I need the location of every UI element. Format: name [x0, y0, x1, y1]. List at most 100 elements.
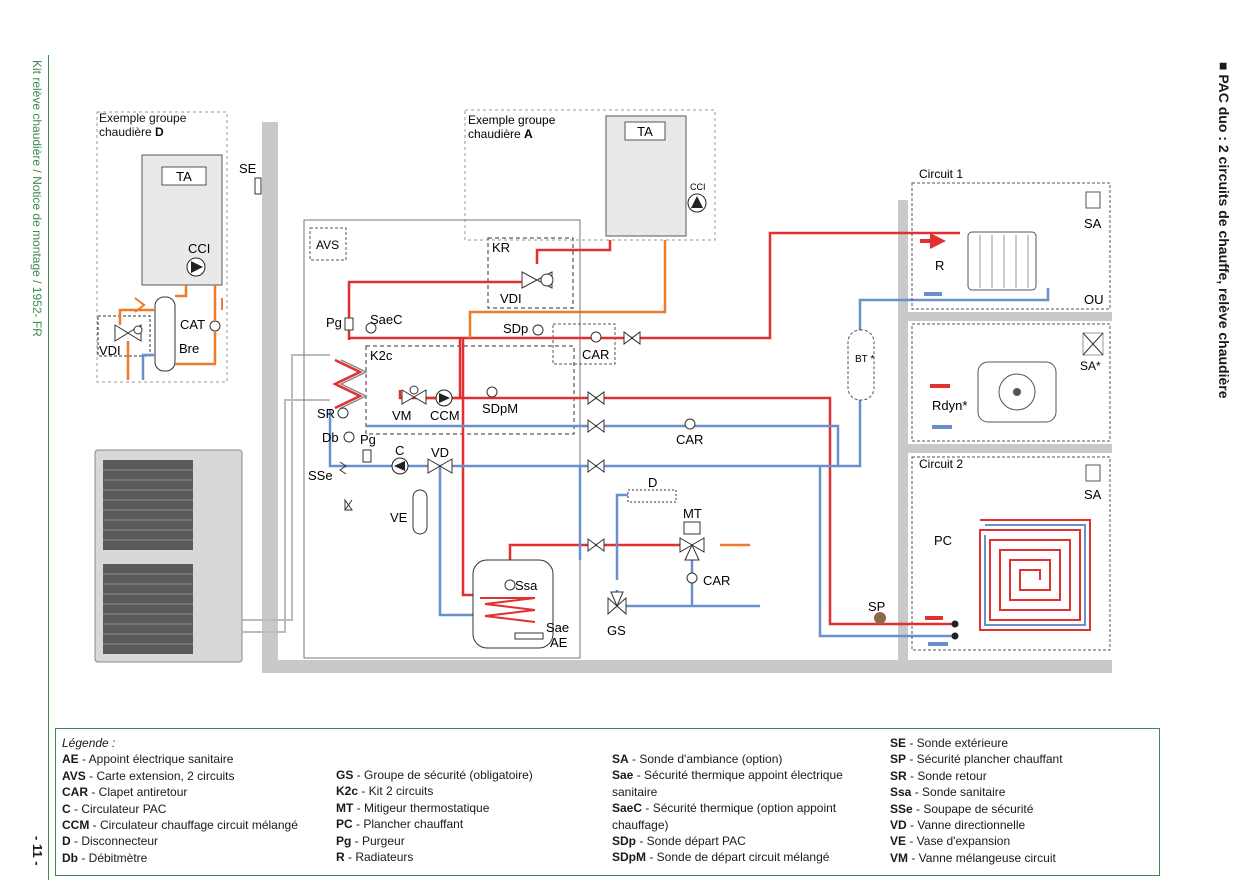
sdp-icon	[532, 324, 544, 336]
mt-label: MT	[683, 506, 702, 521]
legend-title: Légende :	[62, 736, 116, 750]
pg2-icon	[362, 449, 372, 463]
c-label: C	[395, 443, 404, 458]
bre-bottle-icon	[154, 296, 176, 372]
boiler-pipes	[468, 240, 750, 547]
legend: Légende : AE - Appoint électrique sanita…	[55, 728, 1160, 876]
svg-text:chaudière A: chaudière A	[468, 127, 533, 141]
heat-exchanger	[332, 358, 363, 410]
ccm-label: CCM	[430, 408, 460, 423]
pg2-label: Pg	[360, 432, 376, 447]
legend-item: Pg - Purgeur	[336, 833, 405, 848]
hydraulic-diagram: Exemple groupe chaudière D TA CCI Bre CA…	[94, 109, 1112, 673]
vdi-d-label: VDI	[99, 343, 121, 358]
saec-label: SaeC	[370, 312, 403, 327]
sa-star-label: SA*	[1080, 359, 1101, 373]
legend-item: VE - Vase d'expansion	[890, 834, 1011, 849]
pg1-icon	[344, 317, 354, 331]
page-number: - 11 -	[30, 836, 45, 866]
sdpm-label: SDpM	[482, 401, 518, 416]
sp-sensor-icon	[874, 612, 886, 624]
legend-item: VD - Vanne directionnelle	[890, 818, 1026, 833]
group-a-title-1: Exemple groupe	[468, 113, 556, 127]
legend-item: sanitaire	[612, 784, 658, 799]
car2-icon	[684, 418, 696, 430]
r-label: R	[935, 258, 944, 273]
group-d-letter: D	[155, 125, 164, 139]
car3-icon	[686, 572, 698, 584]
disconnector-icon	[627, 489, 677, 503]
legend-item: SSe - Soupape de sécurité	[890, 801, 1034, 816]
se-label: SE	[239, 161, 257, 176]
k2c-label: K2c	[370, 348, 393, 363]
cci-a-label: CCI	[690, 182, 706, 192]
underfloor-loop-icon	[979, 519, 1091, 631]
kr-label: KR	[492, 240, 510, 255]
legend-item: SE - Sonde extérieure	[890, 736, 1009, 750]
mt-mixer-icon	[679, 537, 705, 561]
pc-label: PC	[934, 533, 952, 548]
kr-kit	[487, 237, 574, 309]
sdp-label: SDp	[503, 321, 528, 336]
sa2-label: SA	[1084, 487, 1102, 502]
legend-item: VM - Vanne mélangeuse circuit	[890, 850, 1056, 865]
boiler-group-a: Exemple groupe chaudière A TA CCI	[464, 109, 716, 241]
legend-item: C - Circulateur PAC	[62, 801, 167, 816]
group-d-title-2: chaudière	[99, 125, 155, 139]
sp-label: SP	[868, 599, 885, 614]
legend-item: SDpM - Sonde de départ circuit mélangé	[612, 850, 830, 865]
vdi-kr-label: VDI	[500, 291, 522, 306]
circuit-dynamic: SA* Rdyn*	[911, 323, 1111, 442]
cci-d-label: CCI	[188, 241, 210, 256]
legend-item: SA - Sonde d'ambiance (option)	[612, 752, 783, 766]
rdyn-label: Rdyn*	[932, 398, 967, 413]
sse-label: SSe	[308, 468, 333, 483]
legend-item: CCM - Circulateur chauffage circuit méla…	[62, 818, 298, 833]
cat-label: CAT	[180, 317, 205, 332]
saec-icon	[365, 322, 377, 334]
car1-label: CAR	[582, 347, 609, 362]
legend-item: PC - Plancher chauffant	[336, 817, 464, 832]
ssa-label: Ssa	[515, 578, 538, 593]
avs-label: AVS	[316, 238, 339, 252]
legend-item: R - Radiateurs	[336, 850, 414, 865]
group-a-letter: A	[524, 127, 533, 141]
hot-water-tank-icon	[472, 559, 554, 649]
pg1-label: Pg	[326, 315, 342, 330]
legend-item: SaeC - Sécurité thermique (option appoin…	[612, 801, 837, 816]
circuit1-label: Circuit 1	[919, 167, 963, 181]
k2c-kit	[365, 345, 575, 435]
vm-label: VM	[392, 408, 412, 423]
gs-icon	[607, 591, 627, 616]
ve-label: VE	[390, 510, 408, 525]
sdpm-icon	[486, 386, 498, 398]
se-sensor-icon	[254, 177, 262, 195]
legend-item: AVS - Carte extension, 2 circuits	[62, 768, 235, 783]
db-label: Db	[322, 430, 339, 445]
legend-item: GS - Groupe de sécurité (obligatoire)	[336, 768, 533, 782]
vd-label: VD	[431, 445, 449, 460]
components: Pg SaeC SDp CAR VM CCM SDpM CAR SR Db Pg…	[308, 312, 959, 650]
indoor-module	[303, 219, 581, 659]
legend-item: chauffage)	[612, 817, 669, 832]
sa1-label: SA	[1084, 216, 1102, 231]
legend-item: MT - Mitigeur thermostatique	[336, 800, 490, 815]
car1-icon	[590, 331, 602, 343]
sr-label: SR	[317, 406, 335, 421]
bre-label: Bre	[179, 341, 199, 356]
group-a-title-2: chaudière	[468, 127, 524, 141]
sr-icon	[337, 407, 349, 419]
sae-label: Sae	[546, 620, 569, 635]
svg-text:chaudière D: chaudière D	[99, 125, 164, 139]
margin-rule	[48, 55, 49, 880]
circuit2-label: Circuit 2	[919, 457, 963, 471]
circuit-1: Circuit 1 SA R OU	[911, 167, 1111, 310]
car3-label: CAR	[703, 573, 730, 588]
ae-label: AE	[550, 635, 568, 650]
bt-label: BT *	[855, 354, 874, 365]
building-walls	[262, 122, 1112, 673]
legend-item: SR - Sonde retour	[890, 768, 987, 783]
circuit-2: Circuit 2 SA PC	[911, 456, 1111, 651]
ta-a-label: TA	[637, 124, 653, 139]
db-icon	[343, 431, 355, 443]
